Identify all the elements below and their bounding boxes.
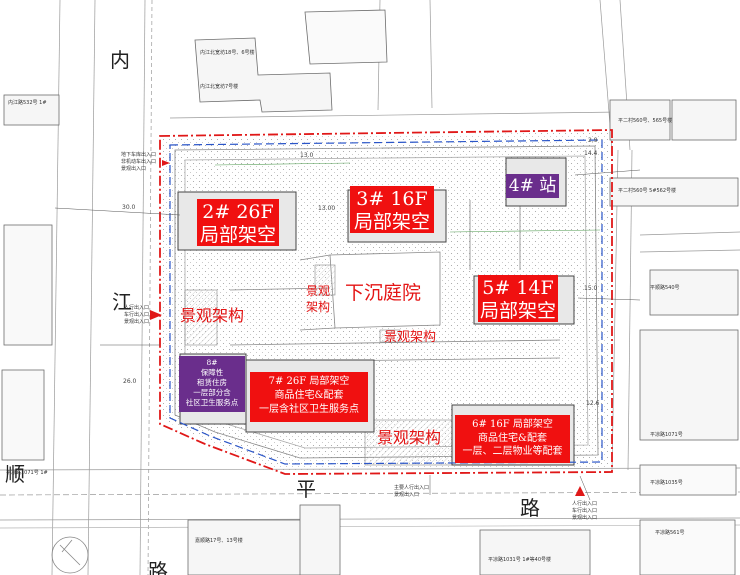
landscape-structure-mid: 景观架构 [384, 330, 437, 345]
bottom-entry-main: 主要人行出入口 [394, 485, 430, 491]
compass-arrow [59, 539, 81, 566]
dim-2-9: 2.9 [588, 137, 598, 144]
street-label-lu-left: 路 [148, 559, 168, 575]
building-7-use: 商品住宅&配套 [274, 390, 344, 401]
small-landscape-bottom: 架构 [306, 300, 331, 314]
building-8-id: 8# [206, 358, 218, 367]
dim-30: 30.0 [122, 204, 136, 211]
building-3-note: 局部架空 [353, 211, 430, 233]
building-3-floors: 3# 16F [356, 188, 428, 210]
neighbor-label-12: 平凉路561号 [655, 530, 685, 536]
neighbor-label-1: 内江北宽坊18号、6号楼 [200, 50, 255, 56]
dim-14-4: 14.4 [584, 150, 598, 157]
building-8-note2: 社区卫生服务点 [185, 398, 239, 407]
building-2-label: 2# 26F 局部架空 [197, 199, 279, 246]
north-entry-marker [162, 160, 170, 166]
compass-icon [51, 536, 89, 574]
entry-arrows [150, 310, 585, 496]
top-left-entry-garage: 地下车库出入口 [121, 152, 157, 158]
building-8-type1: 保障性 [200, 368, 224, 377]
building-6-ground: 一层、二层物业等配套 [462, 446, 563, 457]
building-2-note: 局部架空 [199, 224, 276, 246]
dim-26: 26.0 [123, 378, 137, 385]
building-6-use: 商品住宅&配套 [478, 432, 547, 444]
building-5-label: 5# 14F 局部架空 [478, 275, 558, 322]
green-lines [214, 162, 601, 233]
bottom-entry-landscape: 景观出入口 [394, 492, 420, 498]
neighbor-label-4: 平二村560号 5#562号楼 [618, 188, 677, 194]
small-landscape-top: 景观 [306, 284, 331, 298]
right-entry-landscape: 景观出入口 [572, 515, 598, 521]
dim-13-00: 13.00 [318, 205, 336, 212]
dim-12-6: 12.6 [586, 400, 600, 407]
left-entry-landscape: 景观出入口 [124, 319, 150, 325]
right-entry-pedestrian: 人行出入口 [572, 501, 598, 507]
building-7-floors: 7# 26F 局部架空 [268, 376, 350, 387]
building-7-ground: 一层含社区卫生服务点 [259, 404, 359, 415]
neighbor-label-11: 平凉路1071号 1# [6, 470, 48, 476]
red-site-boundary [159, 129, 613, 475]
building-2-floors: 2# 26F [202, 201, 274, 223]
neighbor-label-9: 平凉路1035号 [650, 480, 683, 486]
left-entry-vehicle: 车行出入口 [124, 312, 150, 318]
building-4-label: 4# 站 [506, 174, 559, 198]
street-label-ping: 平 [296, 477, 316, 501]
right-entry-vehicle: 车行出入口 [572, 508, 598, 514]
neighbor-label-7: 嘉顺路17号、13号楼 [195, 538, 243, 544]
neighbor-label-5: 平顺路540号 [650, 285, 680, 291]
building-3-label: 3# 16F 局部架空 [350, 186, 434, 233]
street-label-nei: 内 [110, 48, 130, 72]
neighbor-label-2: 内江北宽坊7号楼 [200, 84, 239, 90]
building-4-name: 4# 站 [508, 176, 557, 196]
leader-lines [54, 169, 641, 501]
neighbor-label-6: 平凉路1071号 [650, 432, 683, 438]
left-entry-pedestrian: 人行出入口 [124, 305, 150, 311]
street-label-lu: 路 [520, 496, 540, 520]
neighbor-buildings [1, 9, 739, 575]
building-8-label: 8# 保障性 租赁住房 一层部分含 社区卫生服务点 [179, 356, 245, 412]
dim-13: 13.0 [300, 152, 314, 159]
street-label-shun: 顺 [5, 462, 25, 486]
landscape-structure-left: 景观架构 [180, 306, 245, 325]
neighbor-label-8: 平凉路1031号 1#等40号楼 [488, 557, 552, 563]
building-6-label: 6# 16F 局部架空 商品住宅&配套 一层、二层物业等配套 [455, 415, 570, 463]
top-left-entry-landscape: 景观出入口 [121, 166, 147, 172]
building-6-floors: 6# 16F 局部架空 [472, 419, 553, 430]
building-8-note1: 一层部分含 [193, 388, 231, 397]
street-label-jiang: 江 [112, 290, 132, 314]
landscape-structure-bottom: 景观架构 [377, 428, 442, 447]
building-5-note: 局部架空 [479, 300, 556, 322]
building-7-label: 7# 26F 局部架空 商品住宅&配套 一层含社区卫生服务点 [250, 372, 368, 422]
sunken-court-label: 下沉庭院 [345, 282, 422, 304]
building-5-floors: 5# 14F [482, 277, 554, 299]
dim-15: 15.0 [584, 285, 598, 292]
neighbor-label-3: 平二村560号、565号楼 [618, 118, 673, 124]
blue-setback-line [169, 139, 603, 465]
neighbor-label-10: 内江路532号 1# [8, 100, 47, 106]
top-left-entry-bike: 非机动车出入口 [121, 159, 157, 165]
building-8-type2: 租赁住房 [197, 378, 227, 387]
